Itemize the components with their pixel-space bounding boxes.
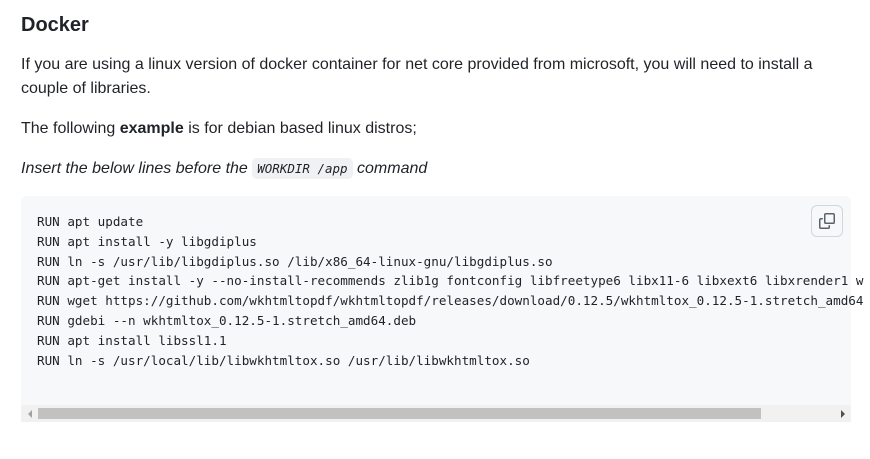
code-line: RUN ln -s /usr/local/lib/libwkhtmltox.so… [37,352,530,368]
example-paragraph: The following example is for debian base… [21,117,417,141]
inline-code-workdir: WORKDIR /app [252,158,353,179]
arrow-left-icon [27,409,32,418]
code-line: RUN wget https://github.com/wkhtmltopdf/… [37,293,864,309]
intro-paragraph: If you are using a linux version of dock… [21,56,813,97]
arrow-right-icon [840,409,845,418]
example-prefix: The following [21,120,120,137]
horizontal-scrollbar[interactable] [21,405,851,422]
code-line: RUN apt-get install -y --no-install-reco… [37,273,864,289]
code-line: RUN apt install libssl1.1 [37,332,227,348]
code-line: RUN apt install -y libgdiplus [37,233,257,249]
example-bold: example [119,120,184,137]
copy-icon [819,213,835,229]
instruction-prefix: Insert the below lines before the [21,160,253,177]
code-line: RUN ln -s /usr/lib/libgdiplus.so /lib/x8… [37,253,553,269]
scroll-left-button[interactable] [21,405,38,422]
instruction-suffix: command [352,160,428,177]
scrollbar-thumb[interactable] [38,408,761,419]
instruction-paragraph: Insert the below lines before the WORKDI… [21,157,427,181]
copy-button[interactable] [811,205,843,237]
code-line: RUN gdebi --n wkhtmltox_0.12.5-1.stretch… [37,312,417,328]
code-line: RUN apt update [37,214,144,229]
scroll-right-button[interactable] [834,405,851,422]
example-suffix: is for debian based linux distros; [183,120,417,137]
section-heading: Docker [21,14,89,36]
